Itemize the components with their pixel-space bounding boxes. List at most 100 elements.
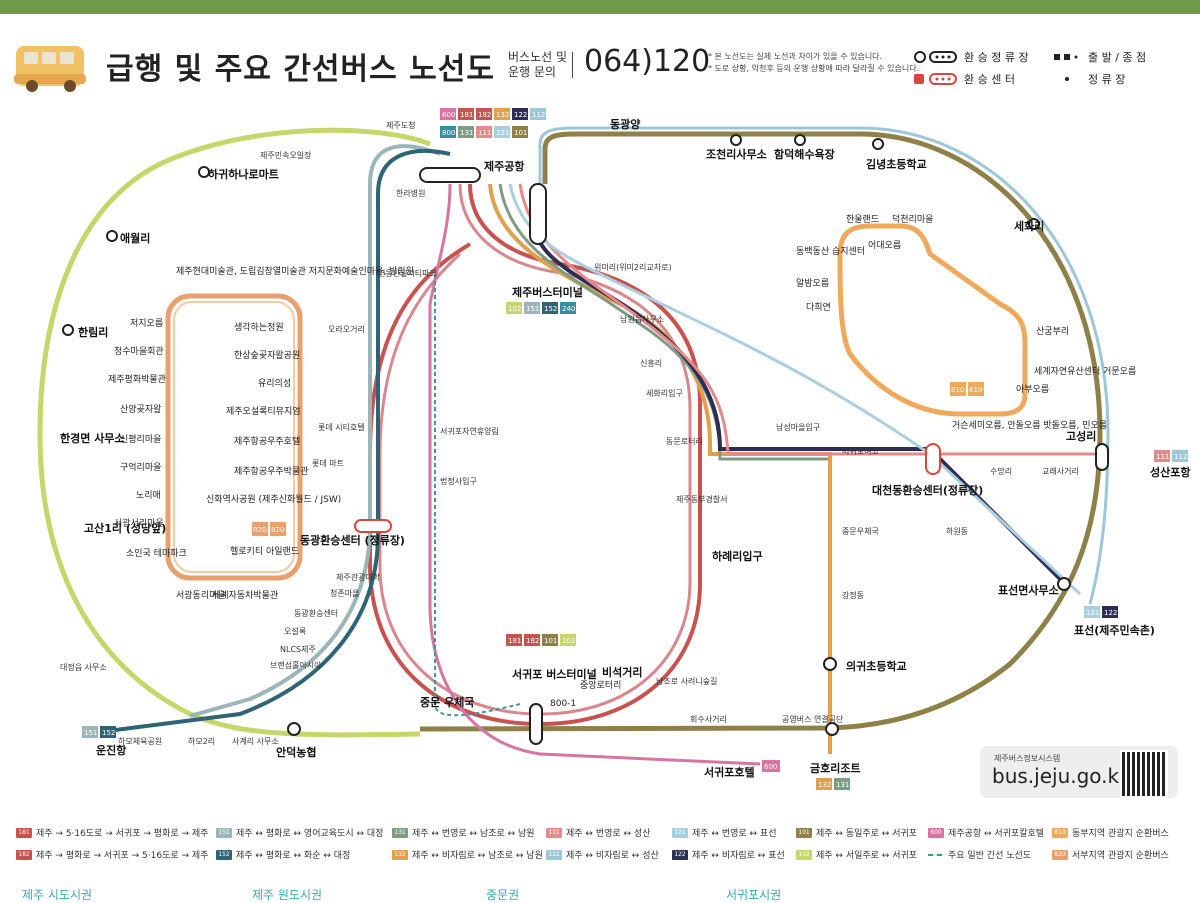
footer-item-2: 중문권 xyxy=(486,888,520,902)
station-marker xyxy=(794,134,806,146)
west-tour-label-18: 청수마을회관 xyxy=(114,346,164,357)
map-label-aewol: 애월리 xyxy=(120,231,150,245)
route-112-east-line xyxy=(538,126,1110,605)
legend-text-8: 제주 ↔ 번영로 ↔ 표선 xyxy=(692,829,777,839)
pyoseon-badge: 121 xyxy=(1086,609,1099,617)
stop-label: 신흥리 xyxy=(640,358,662,368)
legend-badge-0: 181 xyxy=(16,827,32,838)
legend-transfer-stop: 환 승 정 류 장 xyxy=(964,51,1029,64)
east-tour-badge: 810-1 xyxy=(951,386,971,394)
stop-label: 하모2리 xyxy=(188,736,215,746)
west-tour-badge2-bg xyxy=(270,522,286,536)
west-tour-label-13: 노리매 xyxy=(136,490,161,501)
stop-label: 동문로터리 xyxy=(666,437,703,446)
seogwipo-badge: 102 xyxy=(562,637,575,645)
map-label-800: 800-1 xyxy=(550,699,576,709)
airport-badge: 112 xyxy=(532,111,545,119)
pyoseon-route-badges: 121 122 xyxy=(1084,606,1118,618)
footer-item-3: 서귀포시권 xyxy=(726,888,782,902)
unjin-badge: 151 xyxy=(84,729,97,737)
stop-label: 회수사거리 xyxy=(690,715,727,724)
stop-label: 제주동부경찰서 xyxy=(676,494,728,504)
legend-text-2: 제주 ↔ 평화로 ↔ 영어교육도시 ↔ 대정 xyxy=(236,829,384,839)
seongsan-badge: 111 xyxy=(1156,453,1169,461)
legend-badge-10: 101 xyxy=(796,827,812,838)
legend-badge-8: 121 xyxy=(672,827,688,838)
terminal-badge: 152 xyxy=(544,305,557,313)
east-tour-label-14: 세계자연유산센터 거문오름 xyxy=(1034,365,1136,377)
seogwipo-route-badges: 181 182 101 102 xyxy=(506,634,576,646)
legend-badge-9: 122 xyxy=(672,849,688,860)
legend-badge-12: 600 xyxy=(928,827,944,838)
airport-badge: 182 xyxy=(478,111,491,119)
airport-badge: 111 xyxy=(478,129,491,137)
map-label-andeok: 안덕농협 xyxy=(276,745,316,759)
inquiry-label: 버스노선 및 운행 문의 xyxy=(508,50,567,80)
seongsan-route-badges: 111 112 xyxy=(1154,450,1188,462)
map-label-jocheon: 조천리사무소 xyxy=(706,147,767,161)
legend-text-4: 제주 ↔ 번영로 ↔ 남조로 ↔ 남원 xyxy=(412,829,535,839)
west-tour-label-2: 한상숲곶자왈공원 xyxy=(234,350,300,361)
stop-label: 대정읍 사무소 xyxy=(60,662,107,672)
map-label-rotary: 중앙로터리 xyxy=(580,679,621,691)
map-label-donggwangyang: 동광양 xyxy=(610,117,640,131)
legend-text-5: 제주 ↔ 비자림로 ↔ 남조로 ↔ 남원 xyxy=(412,851,543,861)
map-label-gosan: 고산1리 (성당앞) xyxy=(84,521,166,535)
east-tour-badge-bg xyxy=(950,382,966,396)
note-1: * 본 노선도는 실제 노선과 차이가 있을 수 있습니다. xyxy=(708,52,883,61)
legend-badge-15: 820 xyxy=(1052,849,1068,860)
terminal-badge: 102 xyxy=(508,305,521,313)
east-tour-label-18: 아부오름 xyxy=(1016,384,1049,395)
legend-text-14: 동부지역 관광지 순환버스 xyxy=(1072,829,1169,839)
footer: 제주 시도시권 제주 원도시권 중문권 서귀포시권 xyxy=(0,886,1200,902)
airport-badge: 131 xyxy=(460,129,473,137)
airport-badge: 181 xyxy=(460,111,473,119)
seongsan-badge: 112 xyxy=(1174,453,1187,461)
footer-item-1: 제주 원도시권 xyxy=(252,888,323,902)
stop-label: 하모체육공원 xyxy=(118,736,162,746)
inquiry-line1: 버스노선 및 xyxy=(508,50,568,64)
page-title: 급행 및 주요 간선버스 노선도 xyxy=(106,52,495,87)
legend-stop: 정 류 장 xyxy=(1088,73,1126,86)
station-marker xyxy=(823,657,837,671)
west-tour-label-11: 소인국 테마파크 xyxy=(126,548,187,559)
station-marker xyxy=(198,166,210,178)
terminal-hub-icon xyxy=(529,183,547,245)
legend-badge-6: 111 xyxy=(546,827,562,838)
top-accent-bar xyxy=(0,0,1200,14)
note-2: * 도로 상황, 악천후 등의 운행 상황에 따라 달라질 수 있습니다. xyxy=(708,64,920,73)
geumho-badge: 132 xyxy=(818,781,831,789)
stop-label: 서귀포자연휴양림 xyxy=(440,426,499,436)
divider xyxy=(572,52,573,78)
header xyxy=(0,14,1200,104)
terminal-badge: 151 xyxy=(526,305,539,313)
station-marker xyxy=(872,138,884,150)
map-label-geumho: 금호리조트 xyxy=(810,761,861,775)
inquiry-line2: 운행 문의 xyxy=(508,65,556,79)
seogwipo-badge: 182 xyxy=(526,637,539,645)
east-tour-label-1: 덕천리마을 xyxy=(892,214,933,225)
transfer-stop-symbol-icon xyxy=(914,51,957,63)
unjin-badge: 152 xyxy=(102,729,115,737)
legend-badge-14: 810 xyxy=(1052,827,1068,838)
west-tour-label-9: 세계자동차박물관 xyxy=(212,589,278,601)
trunk-route-line xyxy=(434,274,521,717)
donggwang-hub-icon xyxy=(354,519,392,533)
west-tour-label-14: 구억리마을 xyxy=(120,461,161,473)
legend-text-7: 제주 ↔ 비자림로 ↔ 성산 xyxy=(566,851,659,861)
route-152-line xyxy=(99,149,451,734)
west-tour-badge: 820-1 xyxy=(253,526,273,534)
start-end-symbol-icon xyxy=(1054,54,1078,60)
phone-number: 064)120 xyxy=(584,44,711,79)
qr-code-icon[interactable] xyxy=(1120,750,1168,798)
legend-text-9: 제주 ↔ 비자림로 ↔ 표선 xyxy=(692,851,785,861)
bus-info-box: 제주버스정보시스템 bus.jeju.go.kr xyxy=(980,746,1178,798)
bus-info-url[interactable]: bus.jeju.go.kr xyxy=(992,764,1128,788)
map-label-hamdeok: 함덕해수욕장 xyxy=(774,147,835,161)
terminal-badge: 240 xyxy=(562,305,575,313)
stop-label: 남원읍사무소 xyxy=(620,315,664,324)
bus-icon xyxy=(14,46,86,92)
map-label-harye: 하례리입구 xyxy=(712,549,763,563)
legend-start-end: 출 발 / 종 점 xyxy=(1088,51,1147,64)
east-tour-label-9: 알밤오름 xyxy=(796,278,829,289)
